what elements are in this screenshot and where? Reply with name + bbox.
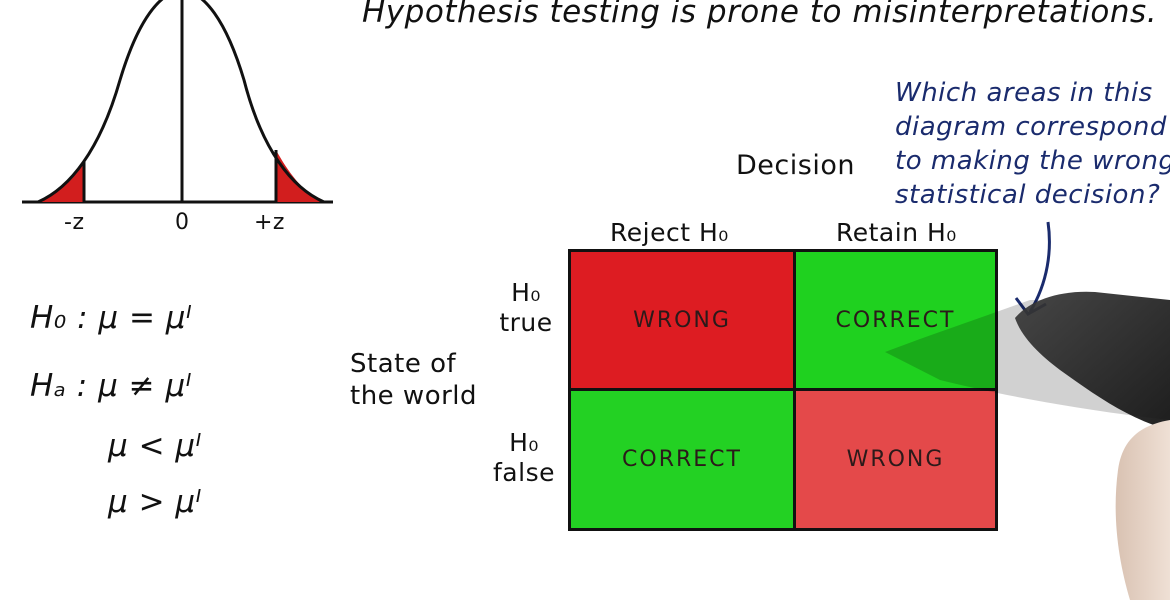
tick-minus-z: -z [64, 210, 85, 235]
state-label-line: State of [350, 349, 457, 379]
row-label-line: H₀ [509, 428, 539, 457]
cell-type2-error: WRONG [796, 391, 995, 528]
row-label-line: H₀ [511, 278, 541, 307]
tick-zero: 0 [175, 210, 190, 235]
note-arrow [1028, 221, 1051, 313]
cell-correct-reject: CORRECT [571, 391, 796, 528]
null-hypothesis: H₀ : μ = μᴵ [30, 300, 193, 336]
page-title: Hypothesis testing is prone to misinterp… [362, 0, 1158, 30]
bell-curve [37, 0, 325, 204]
right-tail-region [276, 150, 320, 202]
row-label-line: false [493, 458, 555, 487]
alternative-less: μ < μᴵ [108, 428, 202, 464]
state-of-world-label: State of the world [350, 348, 477, 412]
note-line: Which areas in this [895, 78, 1153, 108]
row-label-line: true [499, 308, 553, 337]
alternative-greater: μ > μᴵ [108, 484, 202, 520]
tick-plus-z: +z [254, 210, 285, 235]
column-label-reject: Reject H₀ [610, 218, 729, 247]
row-label-h0-true: H₀ true [486, 278, 566, 338]
note-arrowhead [1014, 297, 1047, 316]
cell-type1-error: WRONG [571, 252, 796, 391]
pen-icon [1015, 291, 1170, 430]
left-tail-region [40, 163, 84, 202]
note-line: diagram correspond [895, 112, 1167, 142]
state-label-line: the world [350, 381, 478, 411]
note-line: statistical decision? [895, 180, 1161, 210]
alternative-hypothesis: Hₐ : μ ≠ μᴵ [30, 368, 192, 404]
decision-label: Decision [736, 150, 855, 181]
note-line: to making the wrong [895, 146, 1170, 176]
row-label-h0-false: H₀ false [484, 428, 564, 488]
question-note: Which areas in this diagram correspond t… [895, 76, 1170, 212]
cell-correct-retain: CORRECT [796, 252, 995, 391]
column-label-retain: Retain H₀ [836, 218, 957, 247]
hand-icon [1115, 420, 1170, 600]
decision-matrix: WRONG CORRECT CORRECT WRONG [568, 249, 998, 531]
